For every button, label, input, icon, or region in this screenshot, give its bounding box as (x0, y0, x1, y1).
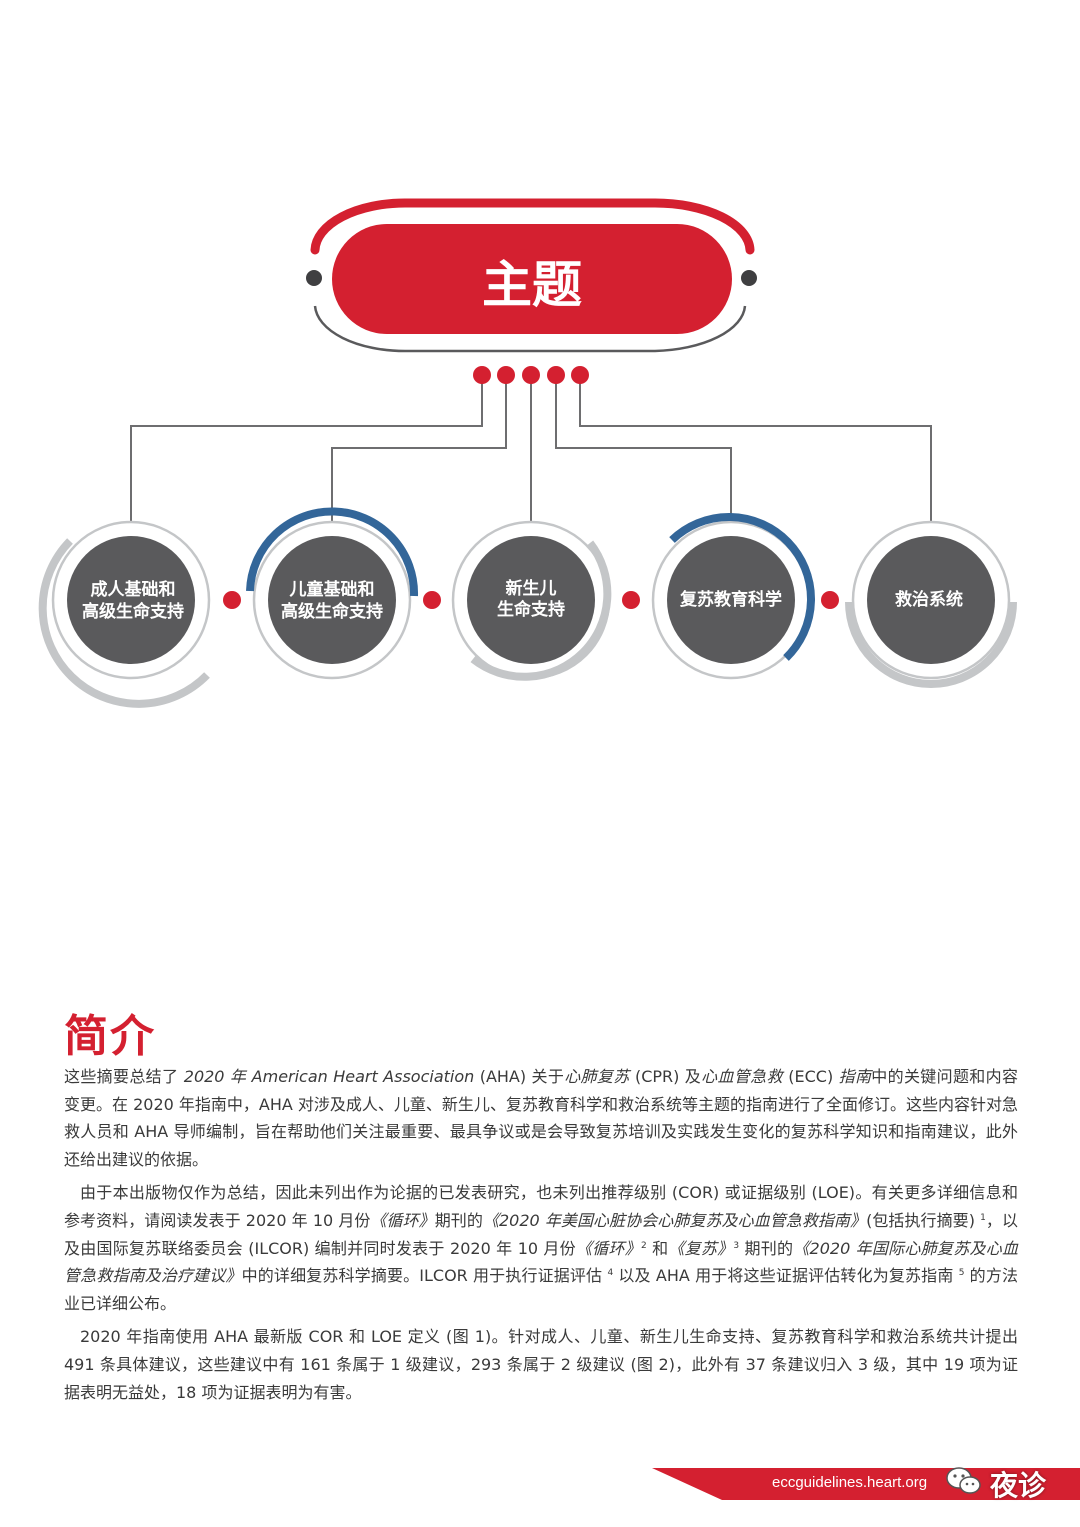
italic-text: 《2020 年国际心肺复苏及心血管急救指南及治疗建议》 (64, 1238, 1018, 1286)
capsule-right-dot (741, 270, 757, 286)
footnote-ref: 5 (958, 1268, 965, 1279)
footnote-ref: 1 (980, 1212, 986, 1223)
intro-body: 这些摘要总结了 2020 年 American Heart Associatio… (64, 1063, 1018, 1412)
section-title: 简介 (64, 1011, 156, 1062)
italic-text: 心肺复苏 (564, 1067, 630, 1086)
topic-label-line2: 生命支持 (497, 599, 565, 620)
diagram-title: 主题 (482, 256, 582, 314)
topic-arc (470, 540, 612, 681)
topic-label-line1: 复苏教育科学 (679, 589, 782, 610)
topic-pediatric-life-support: 儿童基础和 高级生命支持 (246, 507, 419, 680)
connector-dot-1 (473, 366, 491, 384)
italic-text: 心血管急救 (701, 1067, 783, 1086)
topic-label-line1: 儿童基础和 (289, 579, 375, 600)
topic-systems-of-care: 救治系统 (845, 520, 1017, 688)
topic-disc (667, 536, 795, 664)
topic-arc (845, 601, 1017, 688)
topic-label-line1: 救治系统 (895, 589, 963, 610)
italic-text: 《2020 年美国心脏协会心肺复苏及心血管急救指南》 (482, 1210, 867, 1230)
watermark-text: 夜诊 (990, 1469, 1047, 1502)
connector-dot-5 (571, 366, 589, 384)
italic-text: 《循环》 (370, 1210, 435, 1230)
topic-disc (467, 536, 595, 664)
title-pill (332, 224, 732, 334)
connector-5 (579, 375, 932, 522)
text: (ECC) (782, 1067, 839, 1086)
topic-label-line1: 成人基础和 (91, 579, 176, 600)
footnote-ref: 3 (733, 1240, 740, 1251)
footer-band (652, 1468, 1080, 1500)
text: 的方法业已详细公布。 (64, 1266, 1018, 1313)
italic-text: 《复苏》 (668, 1238, 734, 1258)
topics-diagram: 主题 成人基础和 高级生命支持 儿童基础和 高级生命支持 新生儿 (38, 198, 1017, 708)
capsule-top-arc (310, 198, 755, 255)
topic-arc (246, 507, 419, 597)
connector-lines (130, 375, 932, 522)
topic-adult-life-support: 成人基础和 高级生命支持 (38, 520, 211, 708)
capsule-bottom-arc (313, 305, 747, 353)
title-capsule: 主题 (306, 198, 757, 353)
text: 期刊的 (434, 1210, 483, 1230)
text: ，以及由国际复苏联络委员会 (ILCOR) 编制并同时发表于 2020 年 10… (64, 1210, 1018, 1258)
topic-label-line2: 高级生命支持 (281, 601, 383, 622)
text: (CPR) 及 (629, 1067, 702, 1086)
connector-dot-4 (547, 366, 565, 384)
separator-dot (423, 591, 441, 609)
connector-dot-3 (522, 366, 540, 384)
intro-paragraph-3: 2020 年指南使用 AHA 最新版 COR 和 LOE 定义 (图 1)。针对… (64, 1327, 1018, 1402)
connector-4 (555, 375, 732, 522)
connector-1 (130, 375, 483, 522)
separator-dot (821, 591, 839, 609)
topic-neonatal-life-support: 新生儿 生命支持 (451, 520, 612, 681)
connector-dots (473, 366, 589, 384)
connector-2 (331, 375, 507, 522)
capsule-left-dot (306, 270, 322, 286)
italic-text: 2020 年 American Heart Association (183, 1067, 475, 1086)
text: 由于本出版物仅作为总结，因此未列出作为论据的已发表研究，也未列出推荐级别 (CO… (64, 1183, 1018, 1230)
separator-dot (223, 591, 241, 609)
text: (包括执行摘要) (866, 1210, 981, 1230)
topic-resuscitation-education-science: 复苏教育科学 (651, 513, 816, 680)
text: 以及 AHA 用于将这些证据评估转化为复苏指南 (613, 1266, 959, 1286)
wechat-icon (946, 1467, 981, 1494)
topic-disc (268, 536, 396, 664)
text: 中的关键问题和内容变更。在 2020 年指南中，AHA 对涉及成人、儿童、新生儿… (64, 1067, 1018, 1169)
text: (AHA) 关于 (474, 1067, 565, 1086)
italic-text: 《循环》 (575, 1238, 641, 1258)
topic-arc (38, 538, 210, 708)
text: 期刊的 (739, 1238, 794, 1258)
topic-disc (867, 536, 995, 664)
italic-text: 指南 (838, 1067, 872, 1086)
footnote-ref: 2 (641, 1240, 647, 1251)
intro-paragraph-2: 由于本出版物仅作为总结，因此未列出作为论据的已发表研究，也未列出推荐级别 (CO… (64, 1179, 1018, 1317)
text: 这些摘要总结了 (64, 1067, 184, 1086)
topic-label-line1: 新生儿 (506, 578, 557, 599)
topic-disc (67, 536, 195, 664)
topic-arc (669, 513, 816, 661)
separator-dot (622, 591, 640, 609)
text: 和 (646, 1238, 669, 1258)
footnote-ref: 4 (607, 1268, 614, 1279)
footer-url[interactable]: eccguidelines.heart.org (772, 1474, 928, 1491)
connector-dot-2 (497, 366, 515, 384)
topic-label-line2: 高级生命支持 (82, 601, 184, 622)
text: 中的详细复苏科学摘要。ILCOR 用于执行证据评估 (241, 1266, 608, 1286)
intro-paragraph-1: 这些摘要总结了 2020 年 American Heart Associatio… (64, 1063, 1018, 1173)
